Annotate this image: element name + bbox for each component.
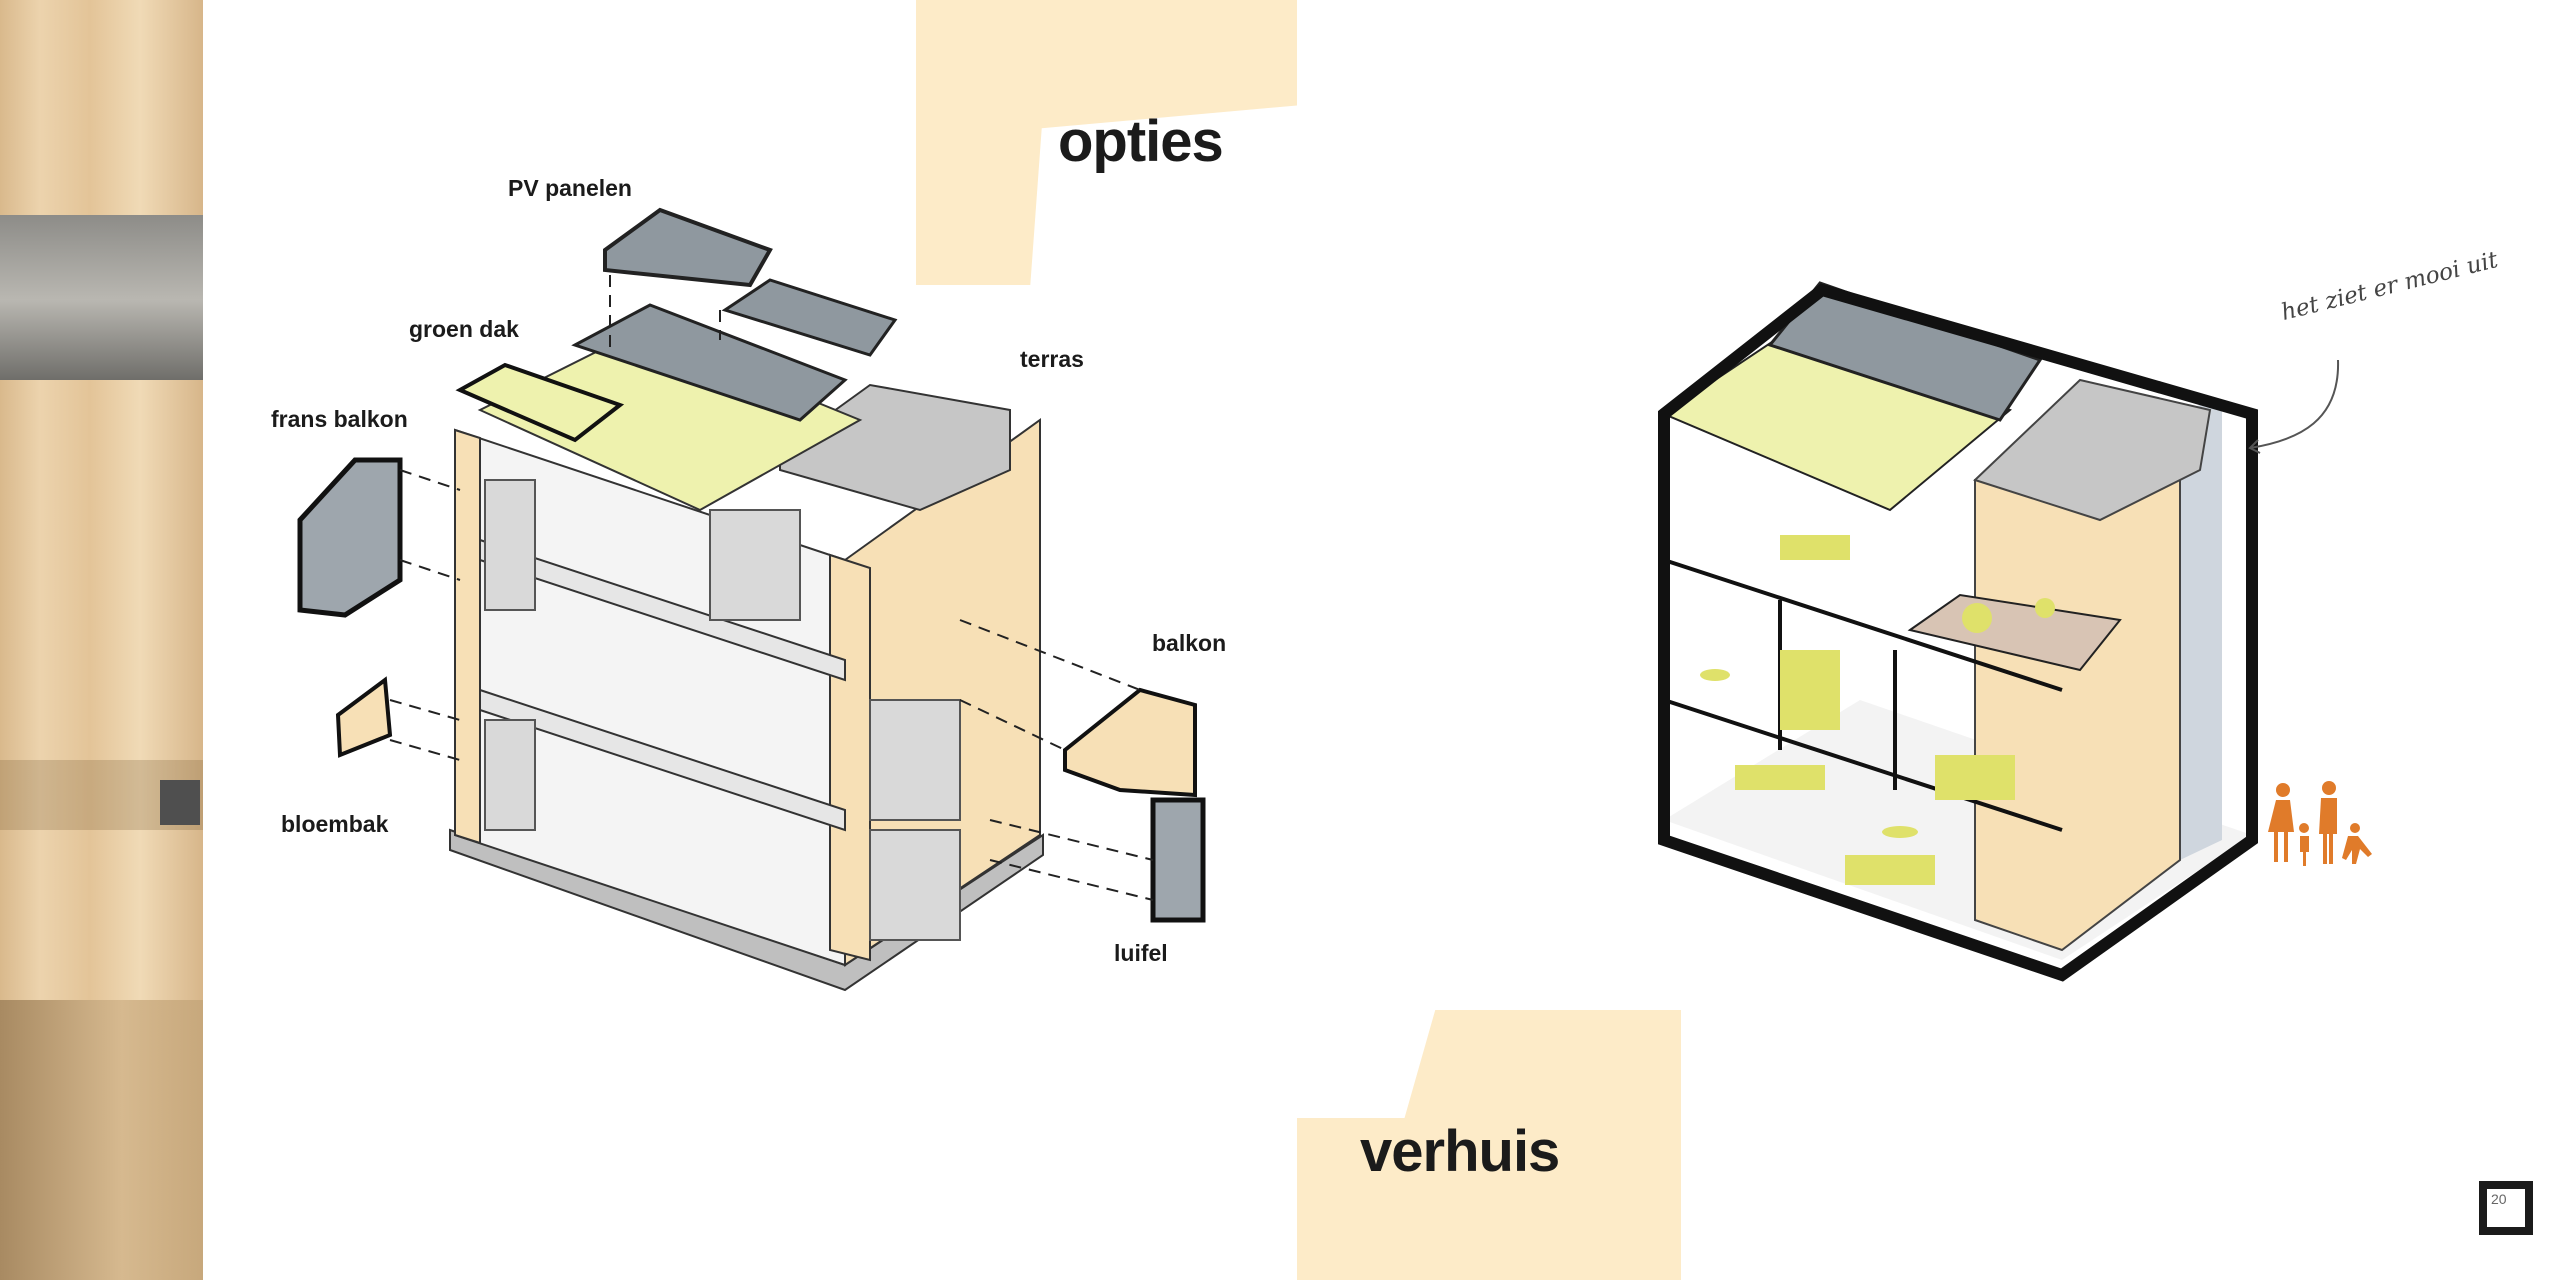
- note-arrow: [2249, 359, 2340, 449]
- heading-opties: opties: [1058, 109, 1224, 174]
- furniture: [1700, 535, 2055, 885]
- canopy-frame: [1150, 797, 1206, 923]
- page-number-box: 20: [2479, 1181, 2533, 1235]
- label-bloembak: bloembak: [281, 811, 389, 837]
- exploded-house: [297, 207, 1206, 992]
- green-roof: [1661, 328, 2012, 512]
- arrow-head-icon: [2248, 439, 2261, 454]
- green-roof: [477, 328, 863, 512]
- terrace-roof: [1973, 378, 2212, 522]
- page-number: 20: [2491, 1191, 2507, 1207]
- floor-slab: [479, 688, 846, 832]
- wood-column-left: [454, 428, 481, 845]
- balcony-box: [1063, 687, 1197, 798]
- label-terras: terras: [1020, 346, 1084, 372]
- label-luifel: luifel: [1114, 940, 1168, 966]
- house-side-wall: [2180, 400, 2222, 860]
- label-groen-dak: groen dak: [409, 316, 519, 342]
- pv-panel-raised: [721, 278, 898, 357]
- pv-panel: [571, 303, 848, 422]
- wood-construction-photo: [0, 0, 203, 1280]
- french-balcony-roof: [455, 362, 625, 443]
- label-pv-panelen: PV panelen: [508, 175, 632, 201]
- wood-column-mid: [829, 553, 871, 962]
- planter-box: [335, 676, 393, 758]
- label-frans-balkon: frans balkon: [271, 406, 408, 432]
- french-balcony-frame: [297, 457, 403, 618]
- house-black-frame: [1658, 283, 2258, 982]
- family-figures-icon: [2268, 781, 2372, 866]
- label-balkon: balkon: [1152, 630, 1227, 656]
- balcony-deck: [1907, 593, 2122, 672]
- heading-verhuis: verhuis: [1360, 1119, 1560, 1184]
- pv-panel-raised: [603, 207, 773, 288]
- furnished-house: [1658, 281, 2258, 982]
